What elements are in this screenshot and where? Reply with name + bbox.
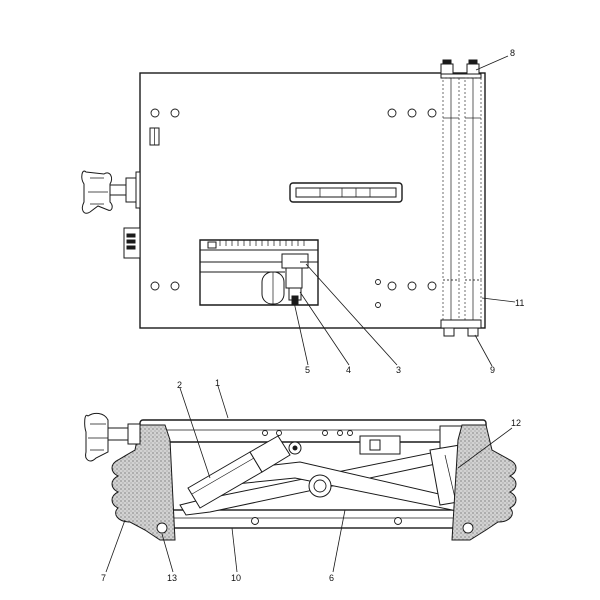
adjust-knob-top [81,170,141,214]
callout-8: 8 [510,48,515,58]
scissor-linkage [179,444,479,516]
callout-10: 10 [231,573,241,583]
damper-cylinder [187,435,302,509]
adjust-knob-side [84,412,141,462]
left-foam-bumper [111,424,176,541]
callout-9: 9 [490,365,495,375]
callout-5: 5 [305,365,310,375]
callout-11: 11 [515,298,524,308]
plate-holes-right [375,108,437,308]
side-latch [123,227,141,259]
side-view [84,385,517,573]
callout-6: 6 [329,573,334,583]
callout-13: 13 [167,573,177,583]
top-view [81,55,516,367]
slide-rails [440,59,482,337]
right-foam-bumper [451,424,517,541]
callout-12: 12 [511,418,521,428]
callout-7: 7 [101,573,106,583]
callout-2: 2 [177,380,182,390]
callout-4: 4 [346,365,351,375]
plate-holes-left [150,108,180,291]
rack-track-assembly [199,239,319,306]
callout-3: 3 [396,365,401,375]
center-handle-slot [289,182,403,203]
side-leaders [105,385,513,573]
callout-labels: 8 11 9 3 4 5 1 2 12 7 13 10 6 [101,48,524,583]
top-leaders [293,55,516,367]
callout-1: 1 [215,378,220,388]
